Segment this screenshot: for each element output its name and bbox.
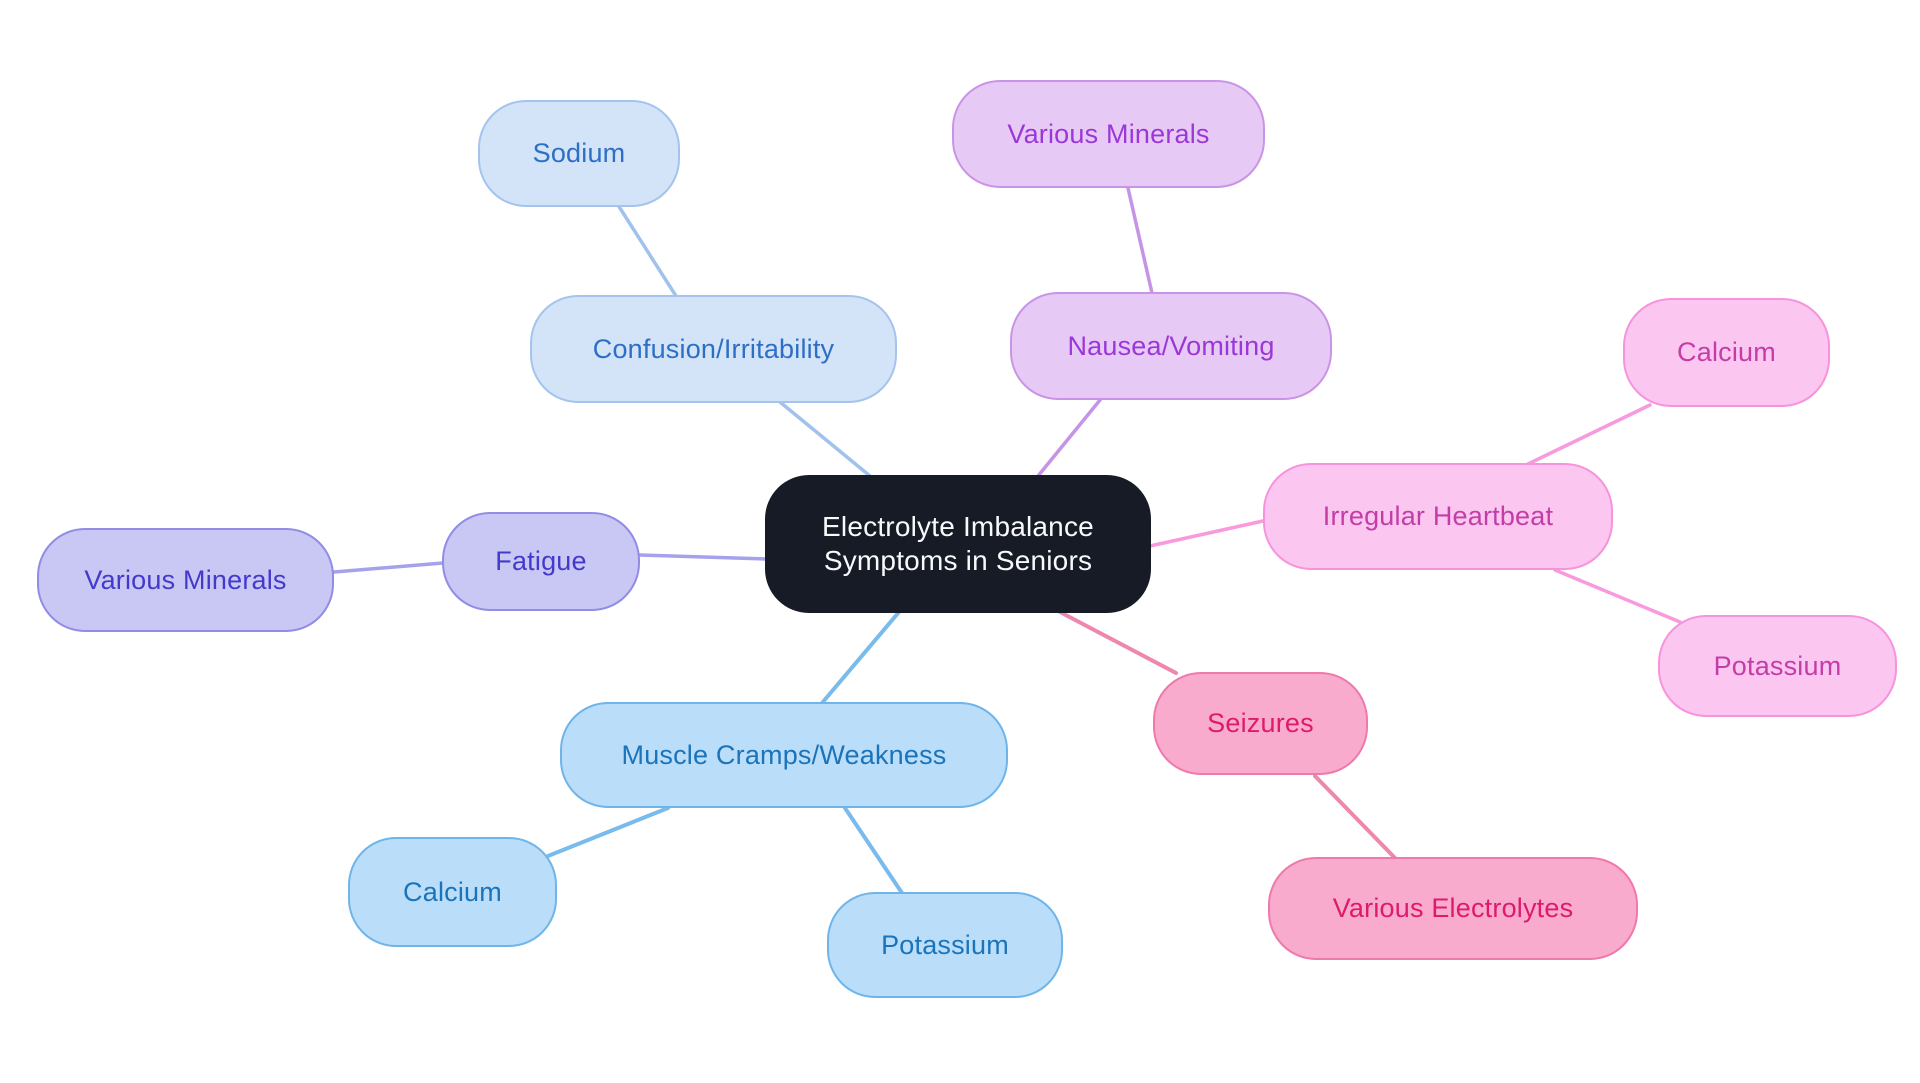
child-node-various-minerals-nausea[interactable]: Various Minerals — [952, 80, 1265, 188]
branch-node-fatigue[interactable]: Fatigue — [442, 512, 640, 611]
root-node[interactable]: Electrolyte Imbalance Symptoms in Senior… — [765, 475, 1151, 613]
child-node-potassium-muscle[interactable]: Potassium — [827, 892, 1063, 998]
edge-nausea-various-minerals — [1126, 186, 1154, 295]
edge-root-seizures — [1058, 610, 1178, 675]
branch-node-nausea-vomiting[interactable]: Nausea/Vomiting — [1010, 292, 1332, 400]
branch-node-seizures[interactable]: Seizures — [1153, 672, 1368, 775]
edge-muscle-cramps-calcium — [546, 806, 670, 858]
edge-seizures-various-electrolytes — [1313, 774, 1397, 860]
edge-root-irregular-heartbeat — [1148, 519, 1265, 548]
edge-irregular-heartbeat-calcium — [1526, 403, 1652, 466]
child-node-various-electrolytes[interactable]: Various Electrolytes — [1268, 857, 1638, 960]
edge-root-nausea — [1036, 398, 1102, 478]
edge-fatigue-various-minerals — [332, 561, 445, 574]
edge-root-muscle-cramps — [820, 610, 901, 705]
edge-root-confusion — [778, 400, 872, 478]
child-node-calcium-muscle[interactable]: Calcium — [348, 837, 557, 947]
edge-confusion-sodium — [616, 203, 678, 298]
edge-irregular-heartbeat-potassium — [1553, 568, 1682, 624]
child-node-various-minerals-fatigue[interactable]: Various Minerals — [37, 528, 334, 632]
child-node-potassium-heartbeat[interactable]: Potassium — [1658, 615, 1897, 717]
child-node-sodium[interactable]: Sodium — [478, 100, 680, 207]
edge-root-fatigue — [638, 553, 767, 561]
branch-node-confusion-irritability[interactable]: Confusion/Irritability — [530, 295, 897, 403]
branch-node-irregular-heartbeat[interactable]: Irregular Heartbeat — [1263, 463, 1613, 570]
branch-node-muscle-cramps-weakness[interactable]: Muscle Cramps/Weakness — [560, 702, 1008, 808]
child-node-calcium-heartbeat[interactable]: Calcium — [1623, 298, 1830, 407]
edge-muscle-cramps-potassium — [843, 806, 904, 895]
